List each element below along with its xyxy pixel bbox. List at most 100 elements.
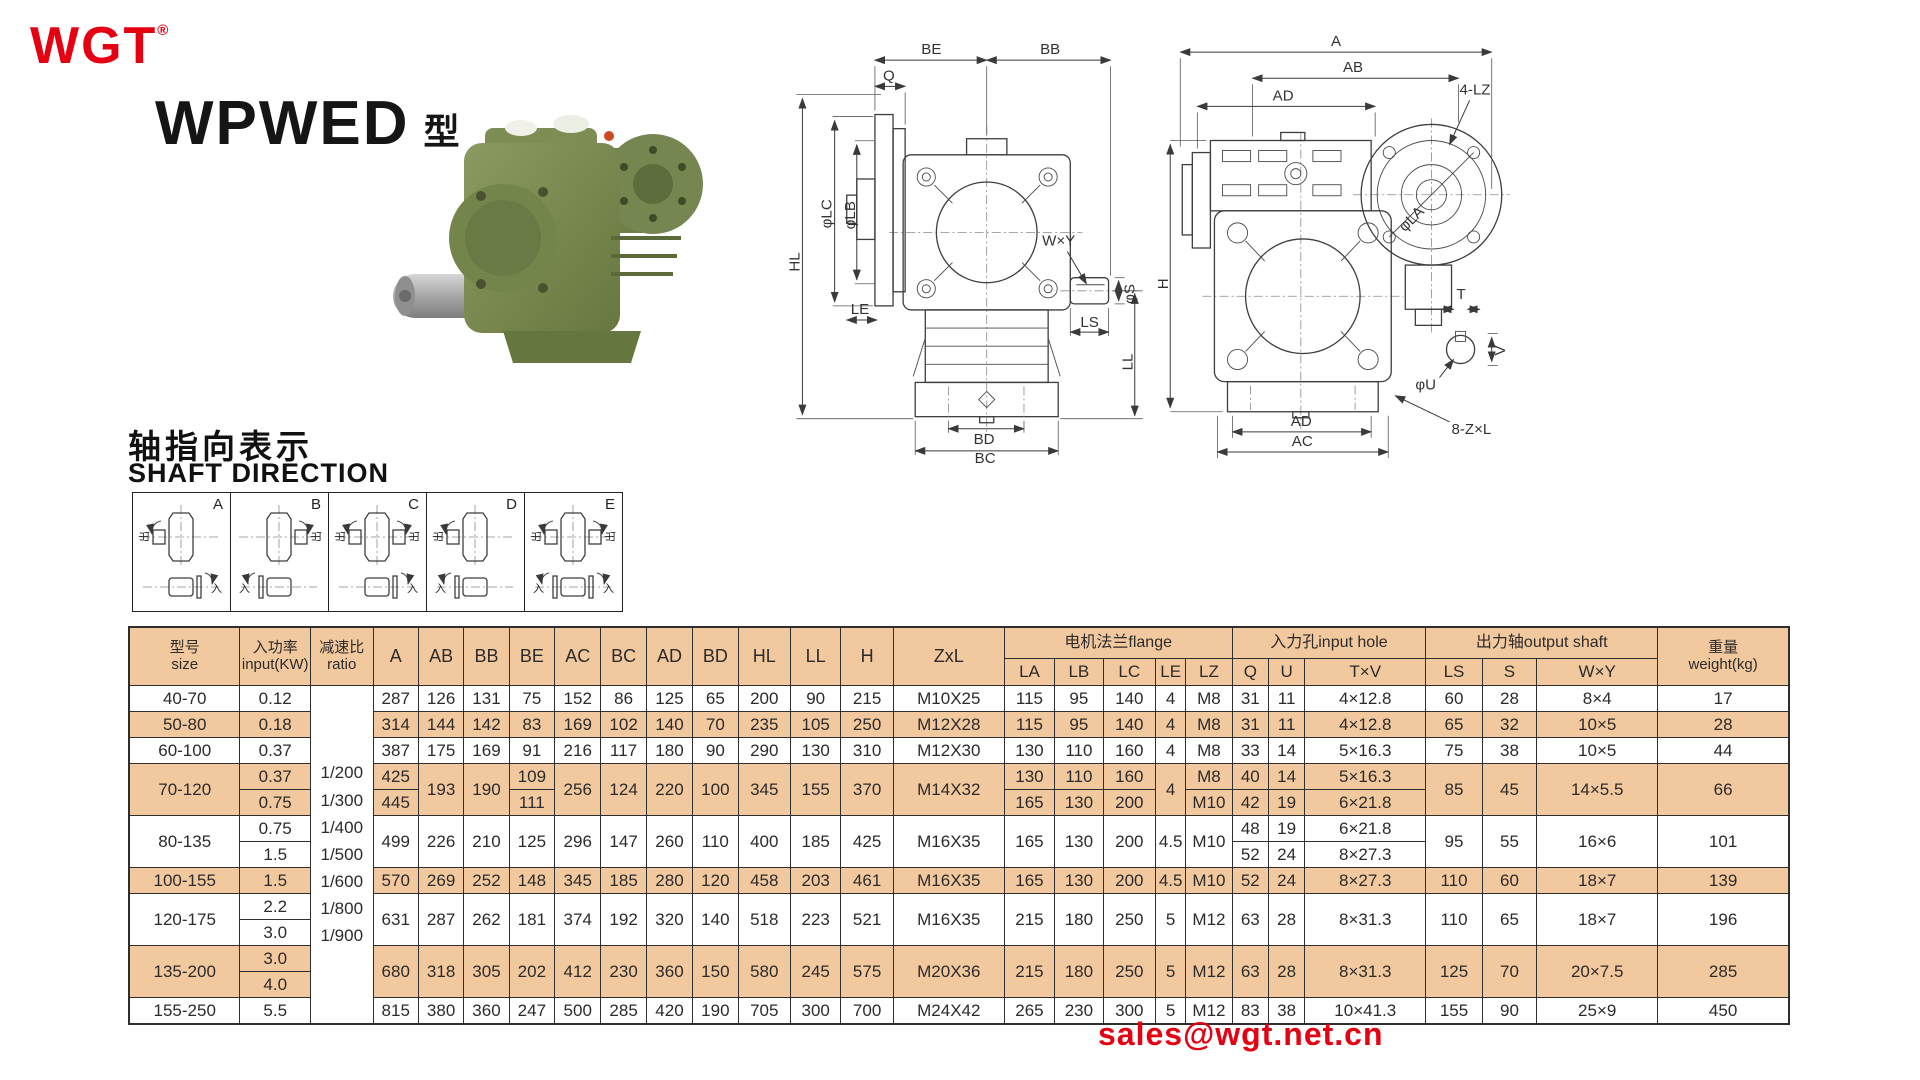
table-cell: 48 (1231, 815, 1269, 842)
table-cell: 38 (1481, 737, 1538, 764)
table-cell: 0.12 (239, 685, 312, 712)
table-cell: 18×7 (1536, 893, 1659, 946)
table-cell: 101 (1657, 815, 1790, 868)
table-cell: M12 (1185, 997, 1233, 1025)
table-cell: 235 (737, 711, 791, 738)
table-cell: 60-100 (128, 737, 241, 764)
column-header: BB (463, 626, 510, 686)
table-cell: 631 (372, 893, 419, 946)
table-cell: 247 (508, 997, 556, 1025)
column-header: AD (645, 626, 694, 686)
table-cell: M8 (1185, 763, 1233, 790)
table-cell: 19 (1267, 789, 1306, 816)
table-cell: 65 (692, 685, 739, 712)
table-cell: 287 (417, 893, 465, 946)
table-cell: 412 (554, 945, 602, 998)
table-cell: 458 (737, 867, 791, 894)
table-cell: M10 (1185, 867, 1233, 894)
table-cell: 32 (1481, 711, 1538, 738)
svg-text:出: 出 (407, 531, 421, 542)
table-cell: 499 (372, 815, 419, 868)
table-cell: 70 (692, 711, 739, 738)
svg-text:出: 出 (137, 531, 151, 542)
table-cell: 320 (645, 893, 694, 946)
table-cell: 400 (737, 815, 791, 868)
dim-label-AB: AB (1343, 59, 1363, 76)
table-cell: 65 (1481, 893, 1538, 946)
table-cell: 66 (1657, 763, 1790, 816)
table-cell: 102 (600, 711, 647, 738)
table-cell: 40-70 (128, 685, 241, 712)
table-cell: M16X35 (892, 815, 1005, 868)
table-cell: 55 (1481, 815, 1538, 868)
table-cell: 8×27.3 (1304, 867, 1427, 894)
dim-label-T: T (1457, 286, 1466, 303)
table-cell: 63 (1231, 893, 1269, 946)
table-cell: 150 (692, 945, 739, 998)
dim-label-A: A (1331, 33, 1341, 50)
table-cell: 269 (417, 867, 465, 894)
table-cell: 180 (645, 737, 694, 764)
table-cell: M8 (1185, 737, 1233, 764)
svg-text:入: 入 (211, 583, 222, 595)
table-cell: 5 (1155, 997, 1187, 1025)
table-cell: 193 (417, 763, 465, 816)
table-cell: 4.5 (1155, 815, 1187, 868)
svg-text:出: 出 (333, 531, 347, 542)
table-cell: 360 (463, 997, 510, 1025)
table-cell: 19 (1267, 815, 1306, 842)
column-header: 减速比 ratio (310, 626, 374, 686)
table-cell: 169 (554, 711, 602, 738)
contact-email: sales@wgt.net.cn (1098, 1016, 1384, 1052)
table-cell: 155 (789, 763, 842, 816)
table-cell: 160 (1102, 737, 1157, 764)
table-cell: 124 (600, 763, 647, 816)
svg-text:入: 入 (435, 583, 446, 595)
table-cell: 256 (554, 763, 602, 816)
model-name: WPWED (155, 89, 410, 158)
table-cell: 262 (463, 893, 510, 946)
column-header: LA (1003, 658, 1056, 686)
table-cell: 126 (417, 685, 465, 712)
table-cell: M16X35 (892, 893, 1005, 946)
table-cell: 265 (1003, 997, 1056, 1025)
table-cell: 110 (1054, 737, 1104, 764)
svg-text:入: 入 (407, 583, 418, 595)
table-cell: 318 (417, 945, 465, 998)
column-header: 入功率 input(KW) (239, 626, 312, 686)
column-header: HL (737, 626, 791, 686)
table-cell: 345 (737, 763, 791, 816)
shaft-schematic: 出入 (431, 505, 515, 599)
table-cell: 11 (1267, 685, 1306, 712)
table-cell: 2.2 (239, 893, 312, 920)
table-cell: 4 (1155, 763, 1187, 816)
table-cell: 5×16.3 (1304, 737, 1427, 764)
table-cell: M14X32 (892, 763, 1005, 816)
table-cell: 130 (1003, 737, 1056, 764)
svg-text:出: 出 (529, 531, 543, 542)
table-cell: 450 (1657, 997, 1790, 1025)
table-cell: 190 (463, 763, 510, 816)
column-header: ZxL (892, 626, 1005, 686)
table-cell: 5×16.3 (1304, 763, 1427, 790)
column-header: LL (789, 626, 842, 686)
table-cell: 120-175 (128, 893, 241, 946)
table-cell: 0.18 (239, 711, 312, 738)
column-header: LS (1425, 658, 1483, 686)
table-cell: M10X25 (892, 685, 1005, 712)
table-cell: 185 (600, 867, 647, 894)
shaft-direction-title-en: SHAFT DIRECTION (128, 458, 389, 488)
table-cell: 90 (1481, 997, 1538, 1025)
column-header: T×V (1304, 658, 1427, 686)
table-cell: 110 (692, 815, 739, 868)
table-cell: 120 (692, 867, 739, 894)
table-cell: 287 (372, 685, 419, 712)
column-header: BD (692, 626, 739, 686)
table-cell: 165 (1003, 867, 1056, 894)
table-cell: 200 (737, 685, 791, 712)
